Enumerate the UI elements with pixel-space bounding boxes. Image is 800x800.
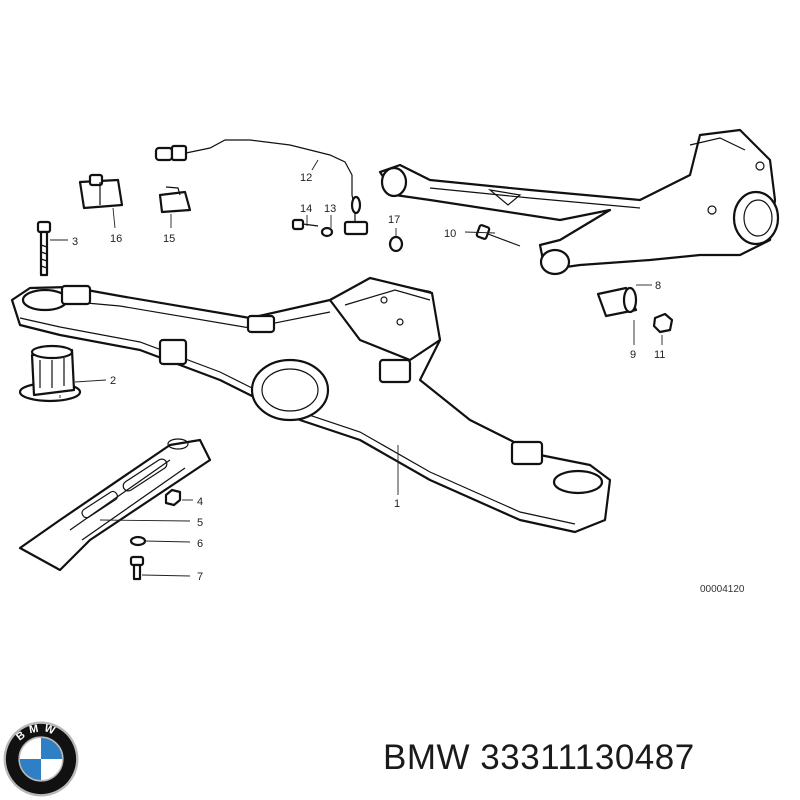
bolt-part-7 (129, 555, 145, 581)
axle-carrier (10, 276, 612, 534)
callout-6: 6 (197, 538, 203, 550)
callout-15: 15 (163, 233, 175, 245)
callout-17: 17 (388, 214, 400, 226)
part-number-title: BMW 33311130487 (383, 738, 695, 777)
sensor-cable (154, 139, 369, 236)
washer-part-6 (129, 535, 147, 547)
clip-part-15 (158, 186, 192, 214)
bolt-part-10 (475, 224, 521, 247)
callout-labels: 1 2 3 4 5 6 7 8 9 10 11 12 13 14 15 16 1… (72, 172, 665, 583)
callout-2: 2 (110, 375, 116, 387)
bolt (36, 220, 52, 277)
trailing-arm (378, 128, 780, 276)
bmw-logo: BMW (3, 721, 79, 797)
support-bracket (18, 438, 212, 572)
nut-part-11 (652, 312, 674, 334)
callout-13: 13 (324, 203, 336, 215)
callout-14: 14 (300, 203, 312, 215)
callout-7: 7 (197, 571, 203, 583)
callout-16: 16 (110, 233, 122, 245)
clip-part-16 (78, 173, 124, 210)
ring-part-17 (388, 235, 404, 253)
callout-4: 4 (197, 496, 203, 508)
callout-9: 9 (630, 349, 636, 361)
bushing-part-9 (596, 286, 638, 318)
callout-12: 12 (300, 172, 312, 184)
callout-10: 10 (444, 228, 456, 240)
rubber-mount (18, 344, 82, 403)
callout-1: 1 (394, 498, 400, 510)
diagram-reference-code: 00004120 (700, 584, 745, 595)
washer-part-13 (320, 226, 334, 238)
leader-lines (50, 159, 663, 577)
nut-part-4 (164, 488, 182, 507)
callout-3: 3 (72, 236, 78, 248)
callout-8: 8 (655, 280, 661, 292)
screw-part-14 (291, 218, 319, 231)
callout-5: 5 (197, 517, 203, 529)
callout-11: 11 (654, 349, 665, 361)
